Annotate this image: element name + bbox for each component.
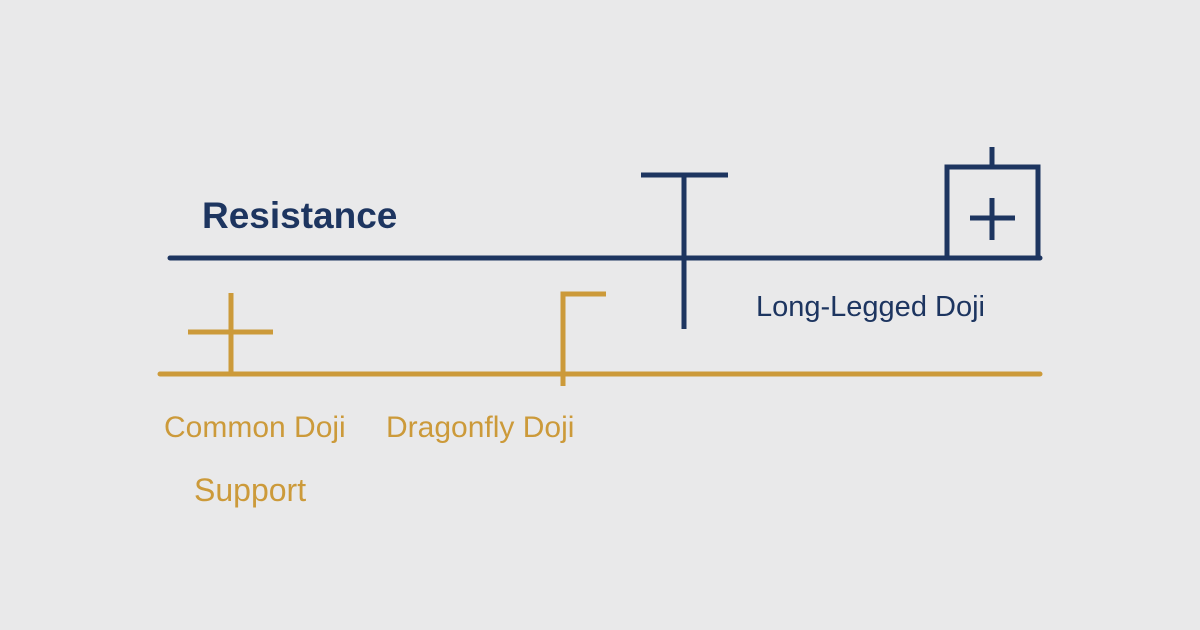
dragonfly-doji-label: Dragonfly Doji [386,411,575,444]
long-legged-doji-icon [944,147,1041,261]
common-doji-label: Common Doji [164,411,346,444]
common-doji-icon [188,293,273,374]
support-label: Support [194,472,307,508]
resistance-label: Resistance [202,195,398,236]
navy-t-doji-icon [641,172,728,329]
dragonfly-doji-icon [560,291,606,386]
long-legged-doji-label: Long-Legged Doji [756,291,985,323]
